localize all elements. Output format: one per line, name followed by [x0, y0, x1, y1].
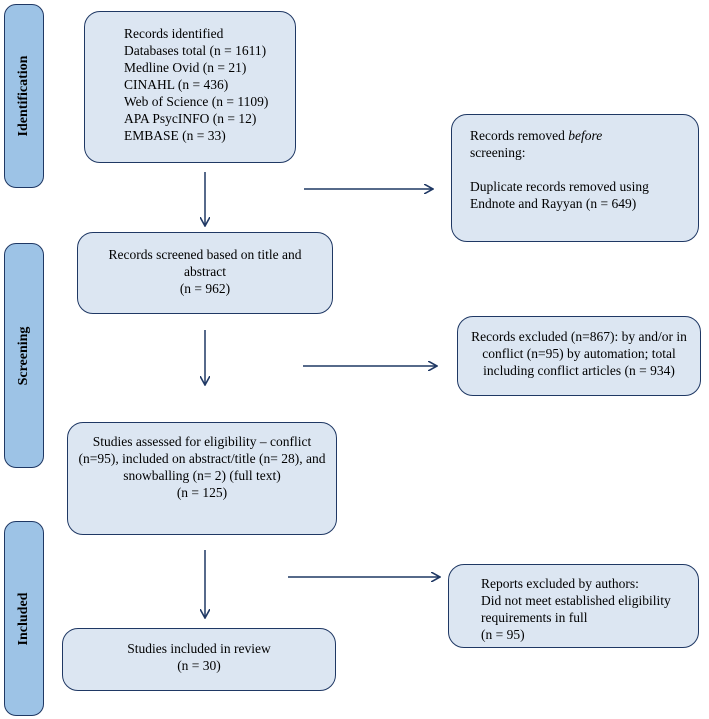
records-identified-box: Records identified Databases total (n = …: [84, 11, 296, 163]
records-identified-title: Records identified: [124, 26, 224, 41]
records-removed-heading: Records removed before screening:: [470, 128, 603, 160]
studies-included-count: (n = 30): [177, 658, 221, 673]
identified-line: CINAHL (n = 436): [124, 77, 229, 92]
identified-line: APA PsycINFO (n = 12): [124, 111, 257, 126]
stage-screening: Screening: [4, 243, 44, 468]
records-screened-box: Records screened based on title and abst…: [77, 232, 333, 314]
stage-identification: Identification: [4, 4, 44, 188]
identified-line: Medline Ovid (n = 21): [124, 60, 247, 75]
studies-assessed-text: Studies assessed for eligibility – confl…: [78, 434, 326, 483]
reports-excluded-box: Reports excluded by authors: Did not mee…: [448, 564, 699, 648]
identified-line: Databases total (n = 1611): [124, 43, 267, 58]
studies-assessed-box: Studies assessed for eligibility – confl…: [67, 422, 337, 535]
records-excluded-box: Records excluded (n=867): by and/or in c…: [457, 316, 701, 396]
records-excluded-text: Records excluded (n=867): by and/or in c…: [471, 329, 687, 378]
reports-excluded-reason: Did not meet established eligibility req…: [481, 593, 671, 625]
studies-assessed-count: (n = 125): [176, 485, 228, 500]
records-removed-detail: Duplicate records removed using Endnote …: [470, 179, 649, 211]
records-removed-box: Records removed before screening: Duplic…: [451, 114, 699, 242]
identified-line: EMBASE (n = 33): [124, 128, 226, 143]
stage-included: Included: [4, 521, 44, 716]
records-screened-count: (n = 962): [179, 281, 231, 296]
studies-included-box: Studies included in review (n = 30): [62, 628, 336, 691]
reports-excluded-title: Reports excluded by authors:: [481, 576, 639, 591]
reports-excluded-count: (n = 95): [481, 627, 525, 642]
identified-line: Web of Science (n = 1109): [124, 94, 269, 109]
records-screened-text: Records screened based on title and abst…: [108, 247, 302, 279]
studies-included-text: Studies included in review: [127, 641, 271, 656]
